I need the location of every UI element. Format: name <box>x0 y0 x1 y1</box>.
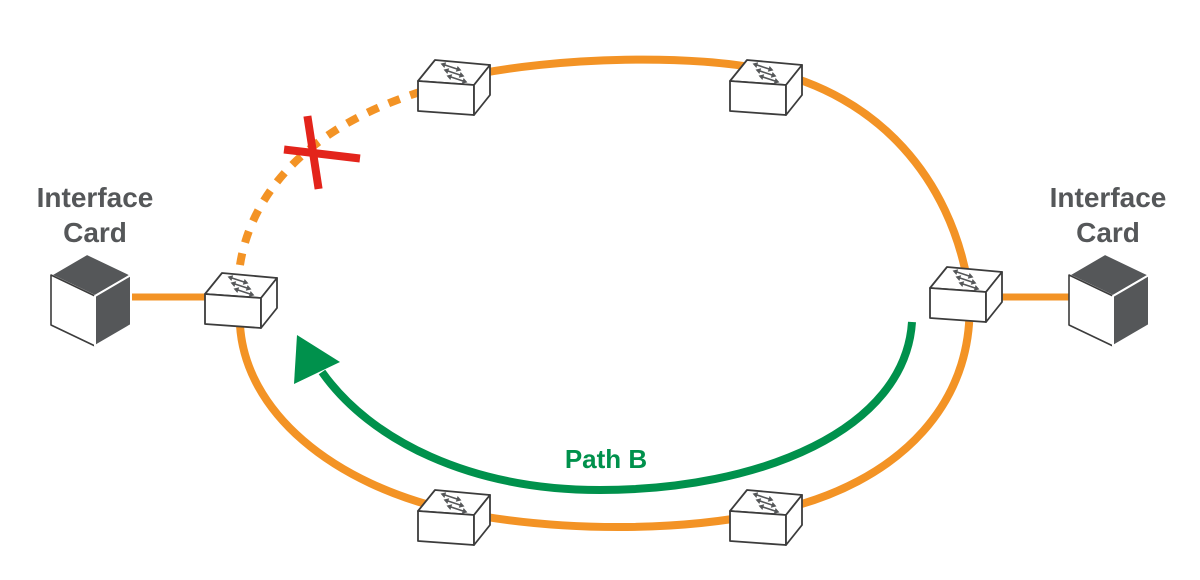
ring-link-bottom-left <box>236 321 462 516</box>
path-b-arrow <box>318 321 916 495</box>
network-switch-icon <box>730 60 802 115</box>
network-switch-icon <box>930 267 1002 322</box>
interface-card-icon <box>50 253 132 347</box>
network-switch-icon <box>418 60 490 115</box>
right-card-label-line1: Interface <box>1050 182 1167 213</box>
right-card-label-line2: Card <box>1076 217 1140 248</box>
link-break-x-icon <box>283 115 361 190</box>
network-switch-icon <box>418 490 490 545</box>
network-switch-icon <box>730 490 802 545</box>
path-b-arrowhead <box>294 335 340 384</box>
interface-card-icon <box>1068 253 1150 347</box>
path-b-label: Path B <box>565 444 647 474</box>
ring-link-right-bottom <box>766 280 974 516</box>
ring-link-bottom <box>454 508 774 531</box>
left-card-label-line2: Card <box>63 217 127 248</box>
ring-link-broken <box>236 88 422 266</box>
left-card-label-line1: Interface <box>37 182 154 213</box>
ring-link-top-right <box>454 55 972 288</box>
network-switch-icon <box>205 273 277 328</box>
